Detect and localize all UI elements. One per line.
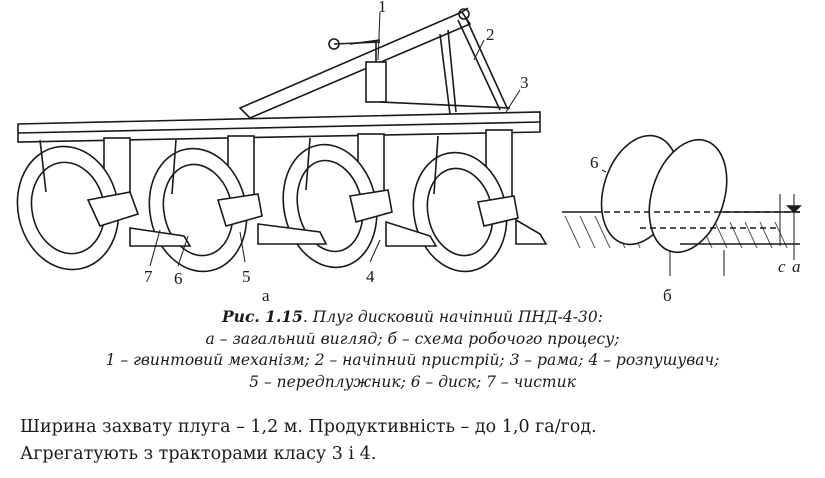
caption-line-3: 1 – гвинтовий механізм; 2 – начіпний при… [105, 351, 720, 369]
sublabel-a: а [262, 286, 270, 305]
discs [16, 143, 508, 273]
hitch-assembly [238, 7, 509, 119]
caption-line-4: 5 – передплужник; 6 – диск; 7 – чистик [249, 372, 576, 391]
caption-title: Рис. 1.15. Плуг дисковий начіпний ПНД-4-… [0, 306, 825, 329]
skimmers [86, 189, 548, 247]
scheme-callout-6: 6 [590, 153, 599, 172]
callout-3: 3 [520, 73, 529, 92]
caption-title-text: . Плуг дисковий начіпний ПНД-4-30: [302, 308, 603, 326]
caption-fig-number: Рис. 1.15 [222, 307, 303, 326]
callout-4: 4 [366, 267, 375, 286]
body-line-2: Агрегатують з тракторами класу 3 і 4. [20, 444, 377, 464]
callout-7: 7 [144, 267, 153, 286]
sublabel-b: б [663, 286, 672, 305]
body-paragraph: Ширина захвату плуга – 1,2 м. Продуктивн… [20, 414, 820, 468]
dim-a: a [792, 257, 801, 276]
scheme-b [562, 134, 802, 276]
dim-c: c [778, 257, 786, 276]
callout-1: 1 [378, 0, 387, 16]
plow-figure: 1 2 3 4 5 6 7 6 c a [16, 0, 802, 288]
callout-5: 5 [242, 267, 251, 286]
callout-6: 6 [174, 269, 183, 288]
callout-2: 2 [486, 25, 495, 44]
callout-leaders [149, 11, 521, 267]
body-line-1: Ширина захвату плуга – 1,2 м. Продуктивн… [20, 417, 597, 437]
scrapers [39, 135, 439, 195]
callout-numbers: 1 2 3 4 5 6 7 6 c a [144, 0, 801, 288]
plow-drawing: 1 2 3 4 5 6 7 6 c a [16, 0, 802, 288]
figure-caption: Рис. 1.15. Плуг дисковий начіпний ПНД-4-… [0, 306, 825, 393]
caption-line-2: а – загальний вигляд; б – схема робочого… [205, 329, 620, 348]
main-frame [17, 101, 541, 143]
